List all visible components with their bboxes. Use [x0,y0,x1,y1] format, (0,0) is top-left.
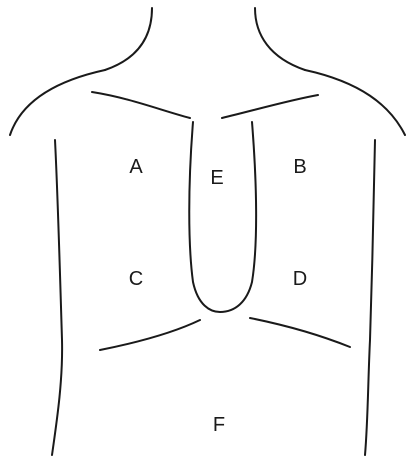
right-side-line [365,140,375,455]
sternum-outline [189,122,256,312]
left-clavicle-line [92,92,190,118]
region-label-a: A [129,156,143,178]
right-clavicle-line [222,95,318,118]
left-costal-margin [100,320,200,350]
region-label-c: C [129,268,143,290]
right-shoulder-line [305,70,405,135]
right-costal-margin [250,318,350,347]
neck-left-line [105,8,152,70]
region-label-f: F [213,414,225,436]
region-label-e: E [210,167,223,189]
left-shoulder-line [10,70,105,135]
left-side-line [52,140,62,455]
region-label-b: B [293,156,306,178]
region-label-d: D [293,268,307,290]
neck-right-line [255,8,305,70]
